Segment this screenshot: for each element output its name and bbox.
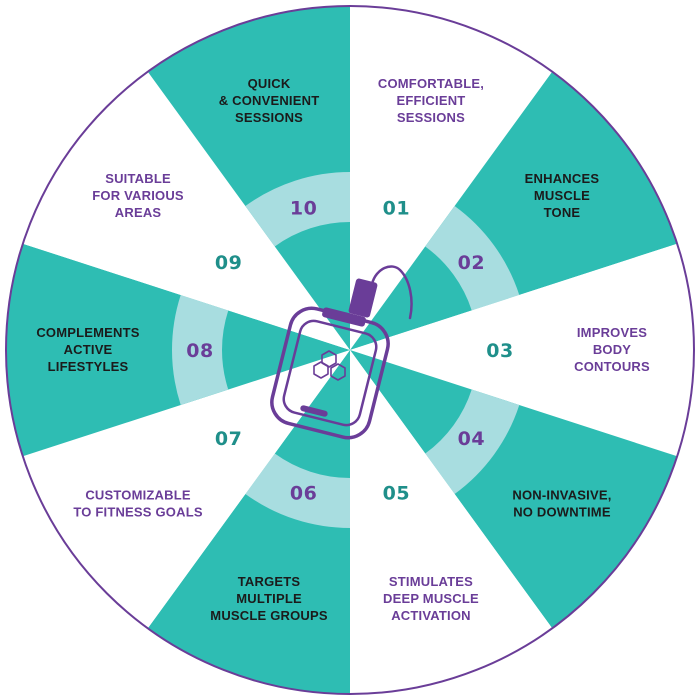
segment-04 xyxy=(350,350,678,629)
segment-number-09: 09 xyxy=(215,252,242,274)
outer-ring xyxy=(5,5,695,695)
device-handle xyxy=(348,278,378,318)
number-band-10 xyxy=(245,172,350,247)
number-band-08 xyxy=(171,294,229,406)
segment-number-08: 08 xyxy=(186,340,213,362)
device-cable xyxy=(370,265,413,320)
segment-number-02: 02 xyxy=(458,252,485,274)
number-band-06 xyxy=(245,453,350,528)
segment-number-06: 06 xyxy=(290,483,317,505)
ems-pad-device-icon xyxy=(270,265,413,440)
number-band-04 xyxy=(425,389,520,495)
segment-number-01: 01 xyxy=(383,197,410,219)
segment-06 xyxy=(147,350,350,694)
segment-01 xyxy=(350,6,553,350)
device-pad-inner xyxy=(282,319,378,427)
segment-number-03: 03 xyxy=(486,340,513,362)
segment-number-04: 04 xyxy=(458,428,485,450)
segment-09 xyxy=(22,71,351,350)
segment-02 xyxy=(350,71,678,350)
segment-number-10: 10 xyxy=(290,197,317,219)
segment-10 xyxy=(147,6,350,350)
device-indicator xyxy=(300,405,328,417)
segment-05 xyxy=(350,350,553,694)
segment-label-04: NON-INVASIVE,NO DOWNTIME xyxy=(512,487,611,519)
segment-number-05: 05 xyxy=(383,483,410,505)
segment-07 xyxy=(22,350,351,629)
segments-layer xyxy=(5,6,694,694)
segment-number-07: 07 xyxy=(215,428,242,450)
hexagon-pattern-icon xyxy=(313,350,346,381)
segment-03 xyxy=(350,243,694,457)
device-connector xyxy=(322,307,366,327)
number-band-02 xyxy=(425,205,520,311)
